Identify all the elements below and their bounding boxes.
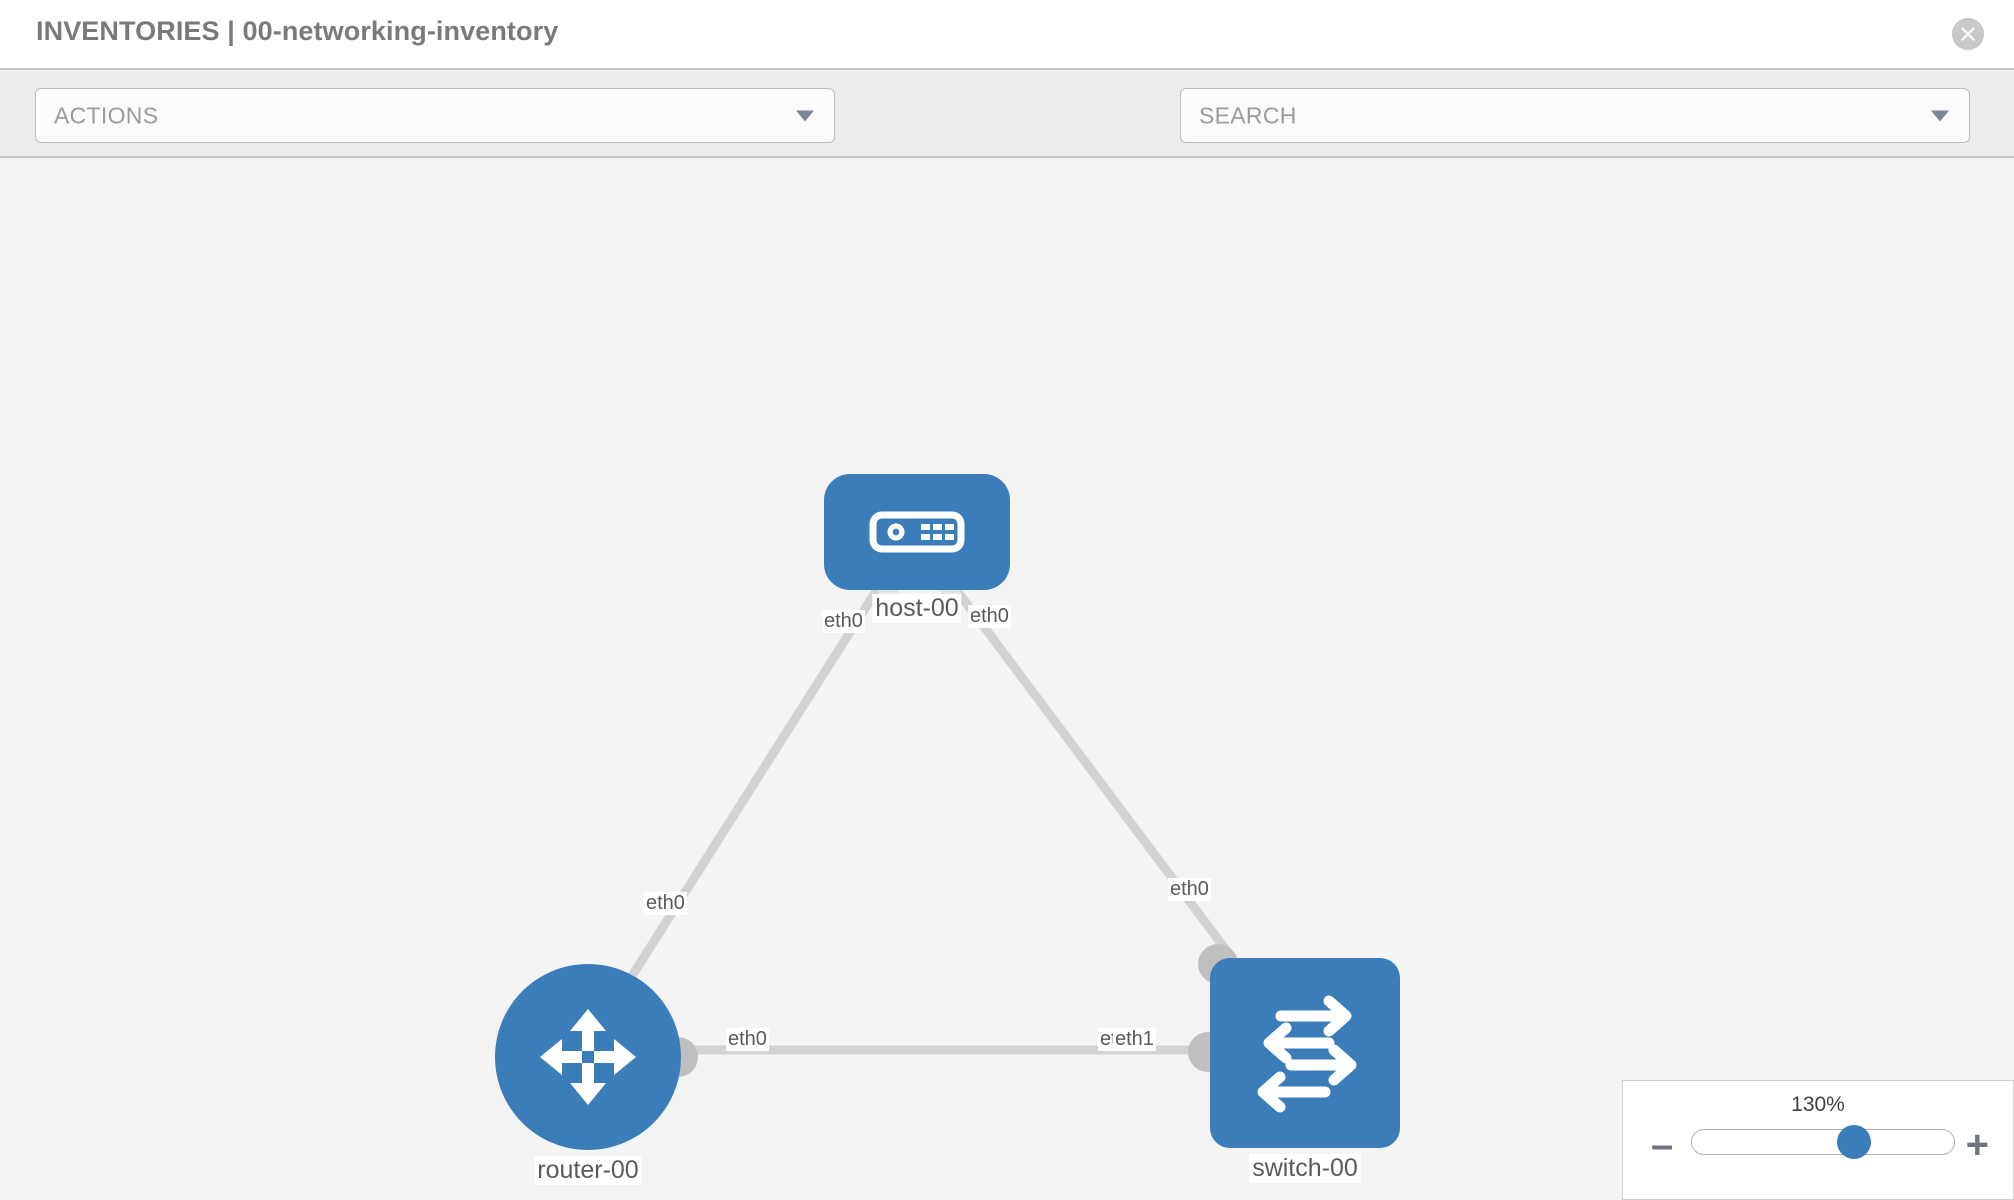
edge-label-host-left-eth: eth0: [822, 610, 865, 633]
edge-label-router-up-eth: eth0: [644, 892, 687, 915]
close-icon[interactable]: [1952, 18, 1984, 50]
chevron-down-icon: [796, 110, 814, 121]
node-switch-00[interactable]: switch-00: [1188, 944, 1400, 1183]
edge-host-router: [613, 583, 883, 1003]
zoom-level-value: 130%: [1791, 1093, 1845, 1116]
actions-dropdown-label: ACTIONS: [54, 102, 159, 128]
router-arrows-icon: [540, 1009, 636, 1105]
edge-label-host-right-eth: eth0: [968, 605, 1011, 628]
router-00-shape[interactable]: [495, 964, 681, 1150]
edge-label-switch-up-eth: eth0: [1168, 878, 1211, 901]
node-label-router-00: router-00: [534, 1156, 642, 1185]
zoom-in-button[interactable]: +: [1965, 1123, 1989, 1167]
node-host-00[interactable]: host-00: [824, 474, 1010, 623]
edge-label-router-right-eth: eth0: [726, 1028, 769, 1051]
edge-label-switch-left-eth: eth1: [1113, 1028, 1156, 1051]
page-header: INVENTORIES | 00-networking-inventory: [0, 0, 2014, 68]
actions-dropdown[interactable]: ACTIONS: [35, 88, 835, 143]
search-input[interactable]: SEARCH: [1180, 88, 1970, 143]
topology-edges: [613, 578, 1237, 1055]
zoom-control[interactable]: 130% – +: [1622, 1080, 2014, 1200]
zoom-out-button[interactable]: –: [1651, 1123, 1674, 1167]
page-title: INVENTORIES | 00-networking-inventory: [36, 16, 559, 46]
server-icon: [869, 511, 965, 553]
zoom-slider-thumb[interactable]: [1837, 1125, 1871, 1159]
topology-canvas[interactable]: host-00 eth0 eth0: [0, 158, 2014, 1200]
switch-00-shape[interactable]: [1210, 958, 1400, 1148]
zoom-slider-track[interactable]: [1691, 1125, 1955, 1159]
node-router-00[interactable]: router-00: [495, 964, 698, 1185]
host-00-shape[interactable]: [824, 474, 1010, 590]
switch-arrows-icon: [1257, 995, 1357, 1113]
node-label-switch-00: switch-00: [1249, 1154, 1361, 1183]
toolbar: ACTIONS SEARCH: [0, 68, 2014, 202]
search-placeholder: SEARCH: [1199, 102, 1297, 128]
chevron-down-icon[interactable]: [1931, 110, 1949, 121]
edge-host-switch: [950, 583, 1237, 963]
node-label-host-00: host-00: [872, 594, 962, 623]
